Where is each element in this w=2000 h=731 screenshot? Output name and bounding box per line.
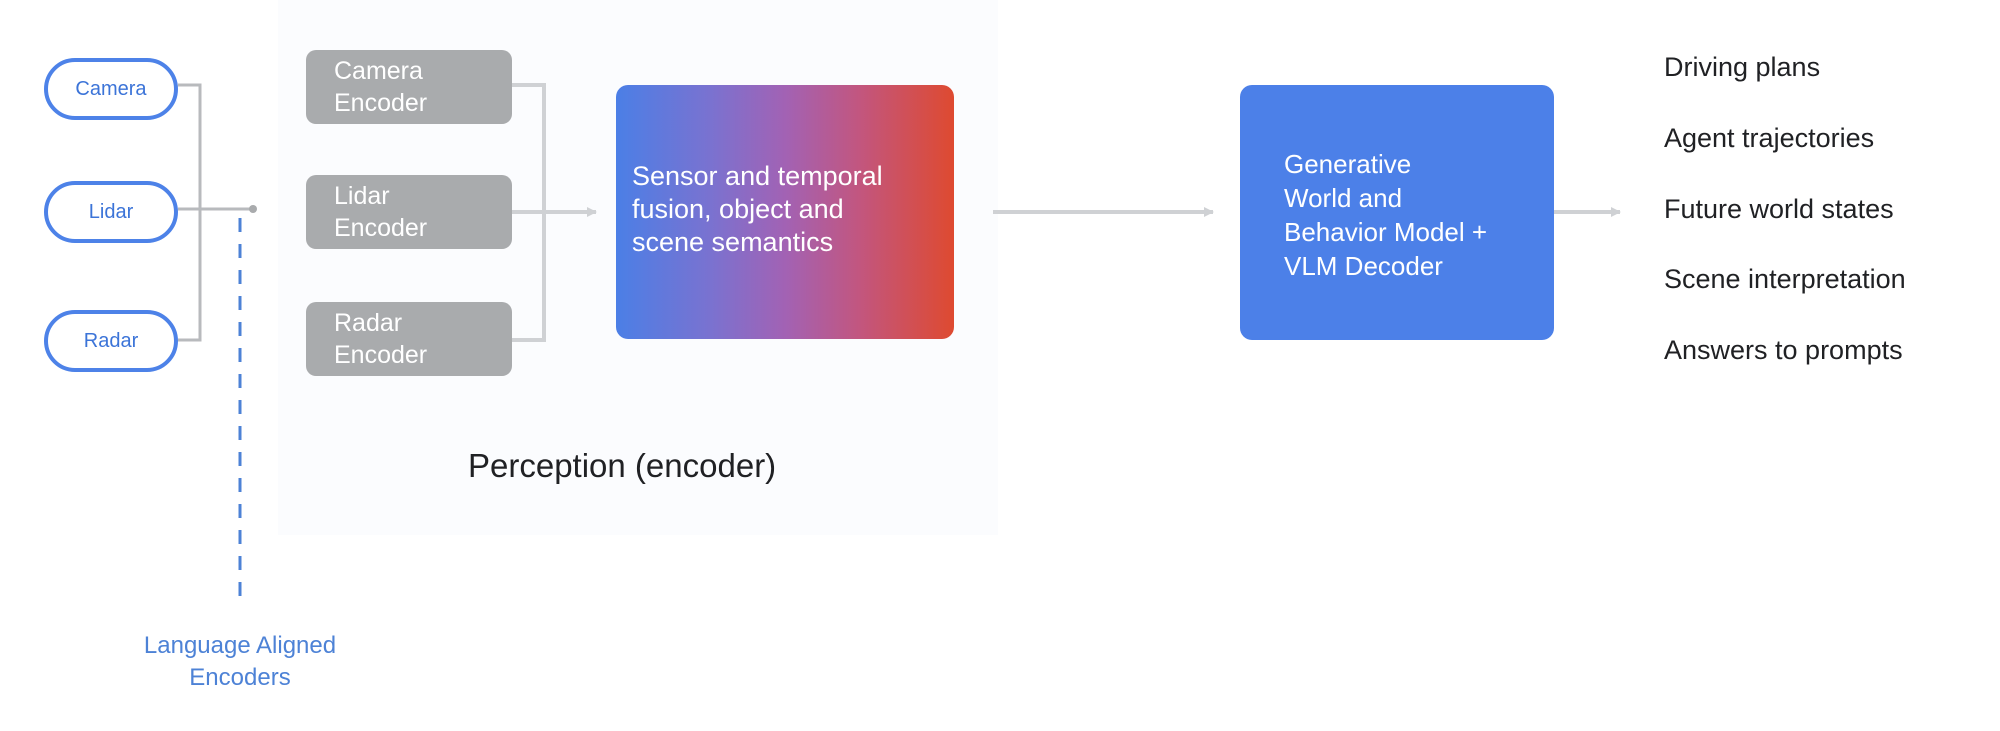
- junction-dot: [249, 205, 257, 213]
- perception-encoder-label: Perception (encoder): [468, 447, 777, 484]
- language-aligned-encoders-label: Language Aligned Encoders: [143, 632, 337, 691]
- sensor-bracket: [178, 83, 202, 342]
- world-model-decoder-block: Generative World and Behavior Model + VL…: [1240, 85, 1554, 340]
- output-future-world-states: Future world states: [1664, 194, 1894, 224]
- camera-sensor: Camera: [44, 58, 178, 120]
- output-driving-plans: Driving plans: [1664, 52, 1821, 82]
- output-answers-to-prompts: Answers to prompts: [1664, 335, 1903, 365]
- fusion-block: Sensor and temporal fusion, object and s…: [616, 85, 954, 339]
- camera-encoder: Camera Encoder: [306, 50, 512, 124]
- lidar-encoder: Lidar Encoder: [306, 175, 512, 249]
- radar-encoder: Radar Encoder: [306, 302, 512, 376]
- output-agent-trajectories: Agent trajectories: [1664, 123, 1875, 153]
- radar-sensor: Radar: [44, 310, 178, 372]
- lidar-sensor: Lidar: [44, 181, 178, 243]
- output-scene-interpretation: Scene interpretation: [1664, 264, 1906, 294]
